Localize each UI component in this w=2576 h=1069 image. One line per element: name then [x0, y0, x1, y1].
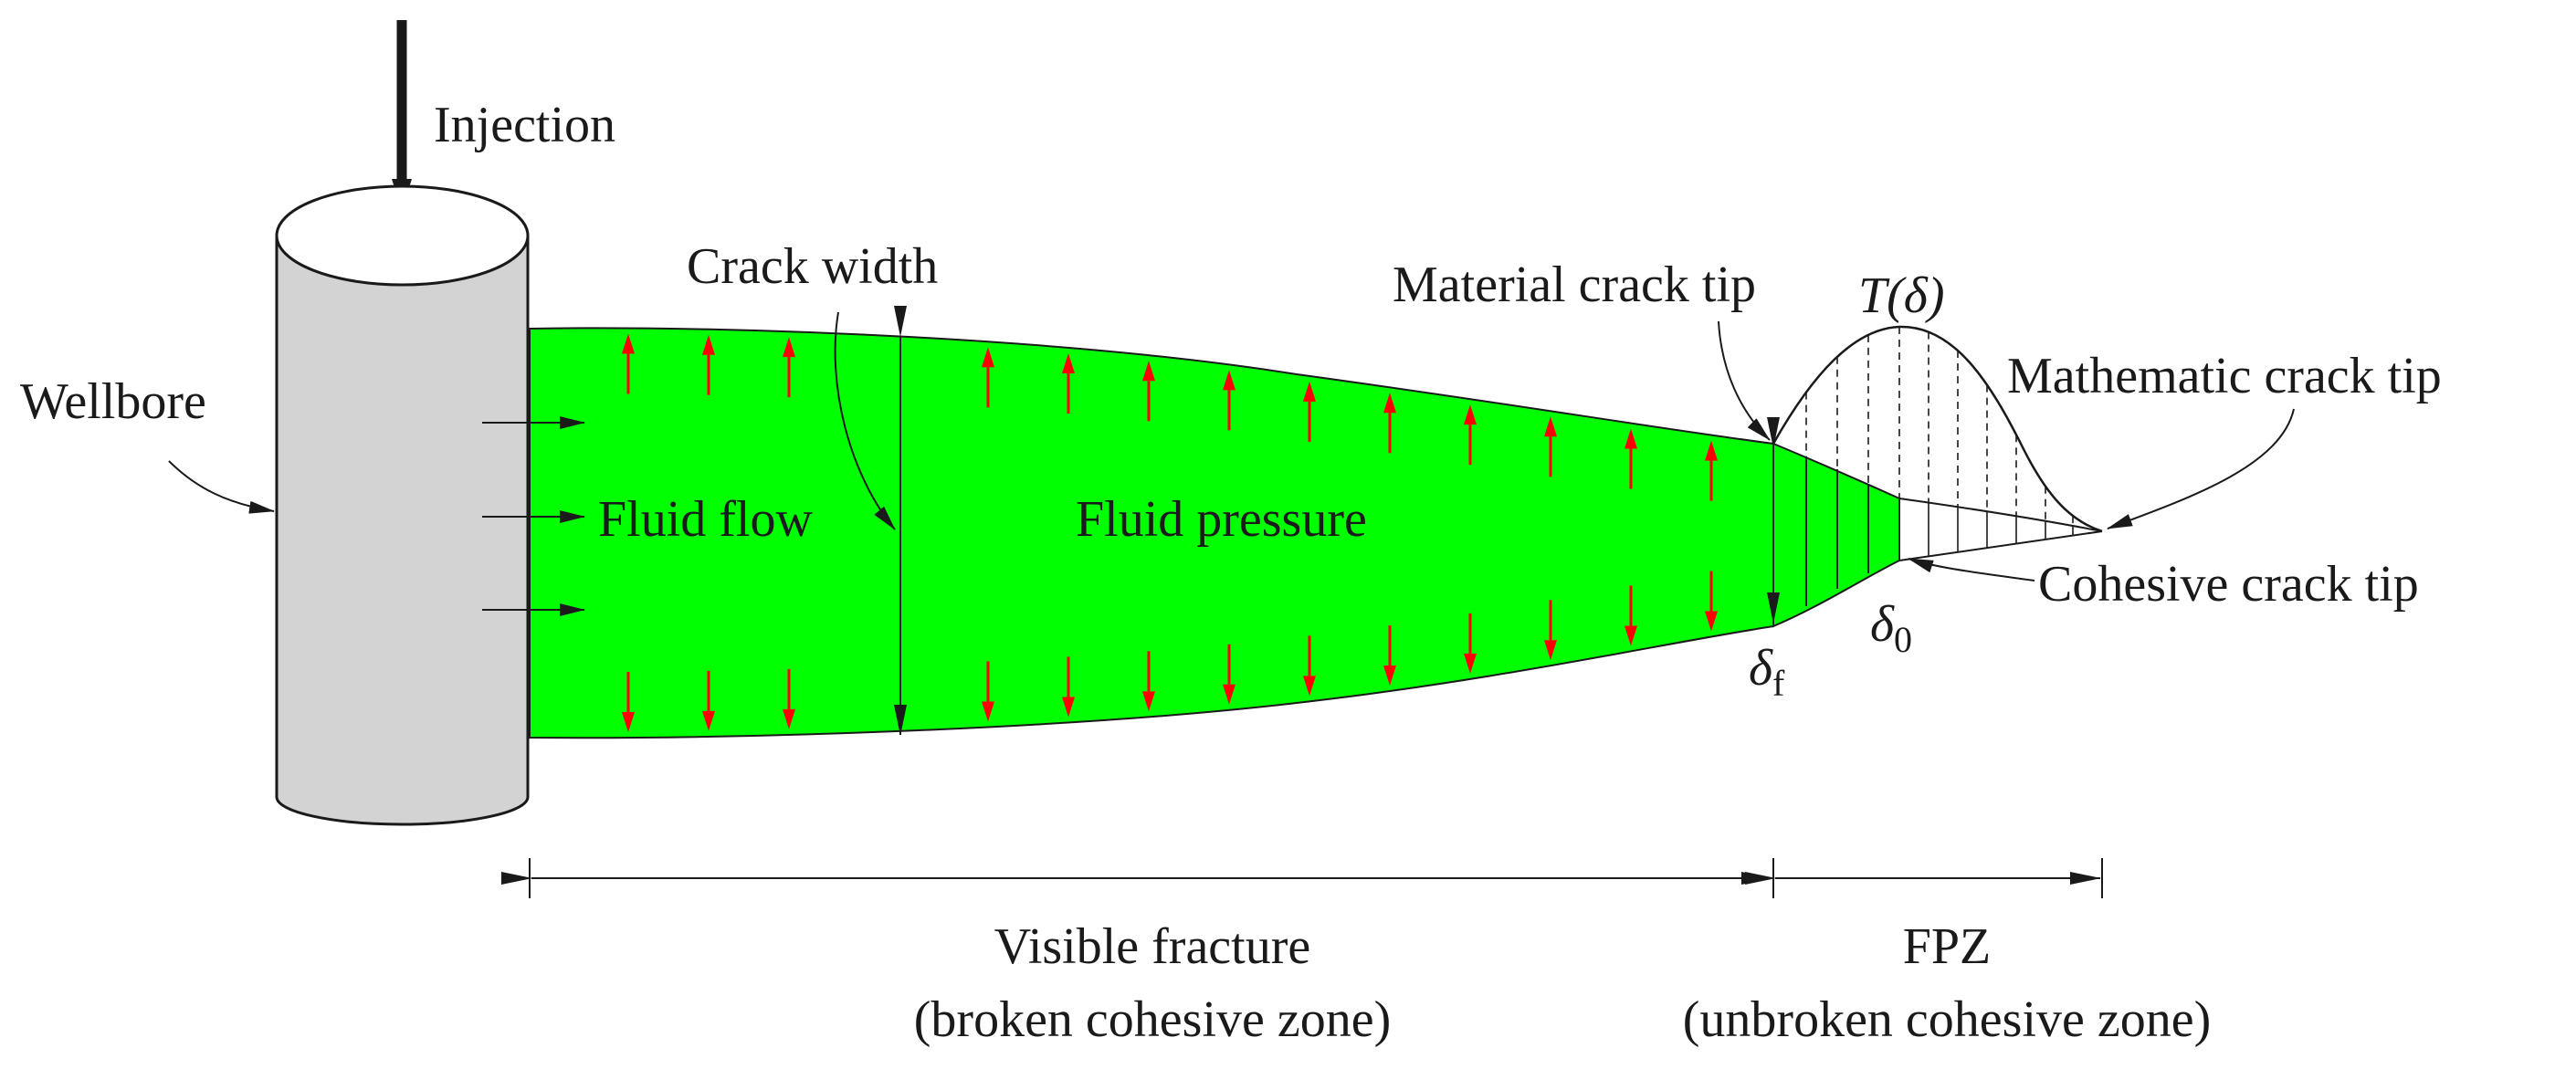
material-crack-tip-label: Material crack tip: [1393, 257, 1756, 313]
fluid-flow-arrows: [482, 416, 585, 616]
cohesive-crack-tip-label: Cohesive crack tip: [2038, 556, 2419, 613]
pressure-arrow-down-3-head: [982, 701, 994, 722]
zone-dimension-lines: [501, 858, 2103, 898]
pressure-arrow-down-11-head: [1624, 625, 1637, 646]
fluid-flow-label: Fluid flow: [598, 491, 813, 548]
pressure-arrow-up-11-head: [1624, 428, 1637, 449]
traction-label: T(δ): [1858, 267, 1944, 324]
fpz-opening-lines: [1928, 502, 2074, 557]
wedge-opening-lines: [1805, 456, 1869, 606]
visible-fracture-label: Visible fracture: [994, 918, 1310, 975]
fluid-pressure-label: Fluid pressure: [1076, 491, 1367, 548]
broken-zone-label: (broken cohesive zone): [914, 991, 1391, 1048]
pressure-arrow-down-6-head: [1223, 684, 1235, 705]
delta-f-label: δf: [1749, 640, 1785, 704]
pressure-arrow-up-12-head: [1705, 440, 1718, 461]
injection-label: Injection: [434, 97, 615, 153]
pressure-arrow-down-0-head: [622, 712, 635, 733]
pressure-arrow-down-1-head: [702, 710, 715, 731]
traction-dashed-lines: [1805, 327, 2074, 527]
wellbore-cylinder: [275, 184, 530, 826]
traction-curve: [1772, 325, 2103, 533]
pressure-arrow-up-2-head: [783, 337, 795, 358]
fpz-label: FPZ: [1903, 918, 1992, 975]
fluid-pressure-arrows: [622, 333, 1718, 733]
cohesive-crack-tip-leader: [1908, 558, 2035, 582]
fpz-upper-face: [1898, 498, 2103, 532]
pressure-arrow-up-1-head: [702, 334, 715, 355]
fpz-lower-face: [1898, 530, 2103, 561]
pressure-arrow-down-7-head: [1303, 676, 1316, 697]
pressure-arrow-down-5-head: [1142, 691, 1155, 712]
crack-width-label: Crack width: [687, 238, 938, 295]
mathematic-crack-tip-leader: [2107, 408, 2295, 529]
wellbore-label: Wellbore: [20, 373, 206, 430]
pressure-arrow-down-8-head: [1383, 666, 1396, 686]
pressure-arrow-down-9-head: [1464, 653, 1477, 674]
pressure-arrow-up-8-head: [1383, 393, 1396, 414]
pressure-arrow-up-6-head: [1223, 370, 1235, 391]
wellbore-leader: [168, 460, 275, 514]
pressure-arrow-up-9-head: [1464, 404, 1477, 425]
pressure-arrow-up-5-head: [1142, 361, 1155, 382]
delta-0-label: δ0: [1870, 596, 1912, 660]
unbroken-zone-label: (unbroken cohesive zone): [1683, 991, 2211, 1048]
pressure-arrow-up-0-head: [622, 333, 635, 354]
crack-width-leader: [834, 311, 896, 530]
pressure-arrow-up-3-head: [982, 347, 994, 368]
pressure-arrow-up-10-head: [1544, 416, 1557, 437]
pressure-arrow-down-2-head: [783, 708, 795, 729]
pressure-arrow-down-12-head: [1705, 611, 1718, 632]
pressure-arrow-down-10-head: [1544, 640, 1557, 661]
mathematic-crack-tip-label: Mathematic crack tip: [2007, 348, 2442, 404]
pressure-arrow-up-4-head: [1062, 352, 1075, 373]
pressure-arrow-down-4-head: [1062, 697, 1075, 718]
pressure-arrow-up-7-head: [1303, 381, 1316, 402]
material-crack-tip-leader: [1718, 320, 1771, 441]
